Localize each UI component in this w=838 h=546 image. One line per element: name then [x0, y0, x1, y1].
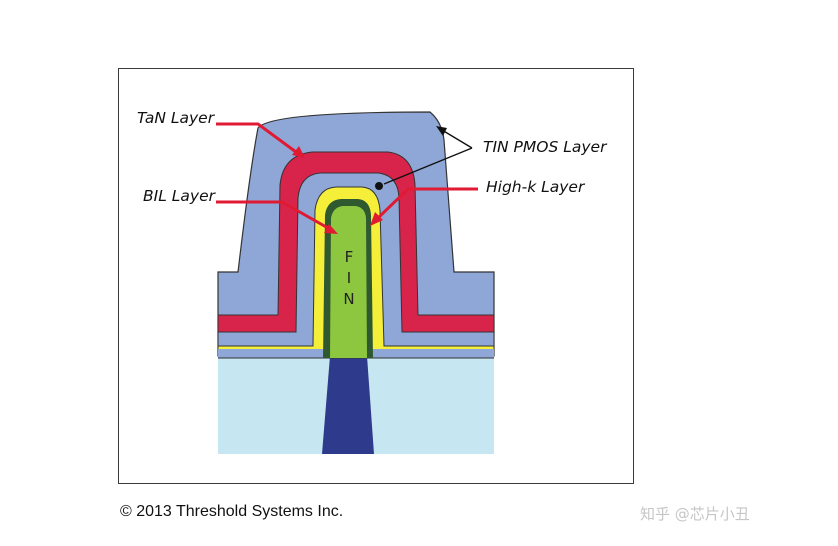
- fin-letter-n: N: [343, 290, 354, 308]
- fin-body: [330, 206, 367, 358]
- fin-letter-i: I: [347, 269, 351, 287]
- tin-pmos-arrows: [375, 126, 473, 190]
- copyright-notice: © 2013 Threshold Systems Inc.: [120, 503, 344, 520]
- tan-layer-label: TaN Layer: [137, 109, 215, 127]
- fin-base: [322, 356, 374, 454]
- tin-pmos-layer-label: TIN PMOS Layer: [483, 138, 607, 156]
- bil-layer-label: BIL Layer: [143, 187, 215, 205]
- high-k-arrow: [370, 187, 478, 226]
- fin-letter-f: F: [345, 248, 354, 266]
- high-k-layer-label: High-k Layer: [486, 178, 585, 196]
- watermark: 知乎 @芯片小丑: [640, 505, 750, 523]
- bil-arrow: [216, 200, 338, 234]
- tan-arrow: [216, 122, 305, 158]
